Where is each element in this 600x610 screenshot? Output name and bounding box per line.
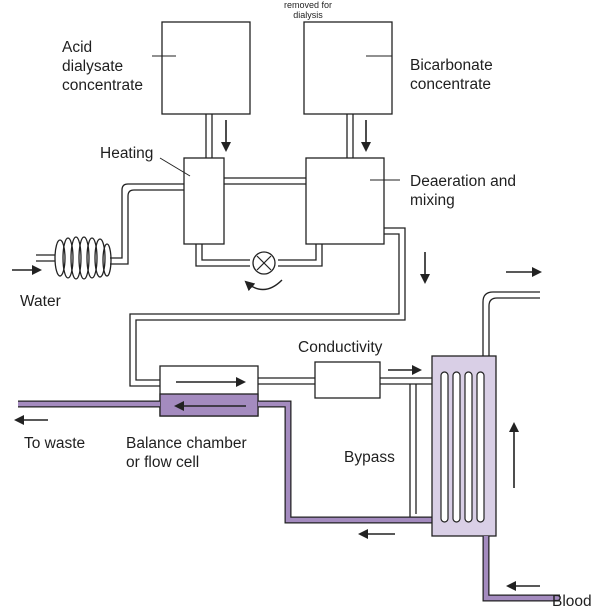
removed-note: removed for dialysis [283, 0, 333, 20]
to-waste-label: To waste [24, 435, 86, 452]
acid-label: Acid dialysate concentrate [62, 39, 143, 94]
acid-feed-tube [205, 114, 213, 158]
water-inlet-pipe [36, 183, 184, 265]
flow-arrows [12, 120, 542, 591]
bypass-label: Bypass [344, 449, 395, 466]
bicarbonate-concentrate-tank [303, 21, 393, 115]
bicarbonate-feed-tube [346, 114, 354, 158]
bicarbonate-label: Bicarbonate concentrate [410, 57, 493, 93]
conductivity-label: Conductivity [298, 339, 383, 356]
recirculation-loop [195, 244, 323, 267]
pump-icon [252, 251, 276, 275]
bypass-line [409, 384, 417, 520]
rotation-arrow-icon [244, 279, 283, 292]
spent-dialysate-line [18, 400, 432, 524]
heating-chamber [183, 157, 225, 245]
mixed-dialysate-pipe [129, 227, 406, 387]
heating-coil-icon [54, 236, 112, 280]
blood-inlet-line [482, 536, 560, 602]
water-label: Water [20, 293, 61, 310]
acid-concentrate-tank [161, 21, 251, 115]
balance-label: Balance chamber or flow cell [126, 435, 247, 471]
conductivity-cell [314, 361, 381, 399]
fresh-dialysate-line [258, 377, 432, 385]
deaeration-chamber [305, 157, 385, 245]
chamber-connector-top [224, 177, 306, 185]
dialyser-fibres [440, 371, 485, 523]
blood-outlet-line [482, 291, 540, 356]
balance-chamber-waste-half [159, 393, 259, 417]
deaeration-label: Deaeration and mixing [410, 173, 516, 209]
leader-lines [152, 55, 400, 181]
heating-label: Heating [100, 145, 154, 162]
blood-label: Blood [552, 593, 592, 610]
